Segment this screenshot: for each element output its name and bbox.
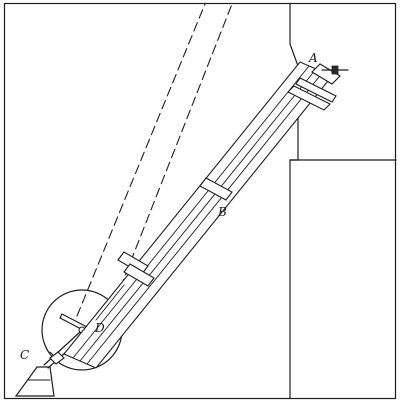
label-c: C (20, 348, 30, 362)
label-b: B (218, 205, 227, 219)
lower-tube-section (95, 284, 125, 321)
outer-frame (3, 2, 397, 400)
label-a: A (309, 51, 318, 65)
tube-end-c (49, 351, 65, 365)
sight-line-outer (76, 3, 206, 317)
eyepiece-a (311, 63, 349, 85)
label-d: D (95, 321, 105, 335)
base-pedestal (14, 366, 55, 397)
tube-collars (117, 77, 337, 287)
wall-block (289, 3, 397, 399)
